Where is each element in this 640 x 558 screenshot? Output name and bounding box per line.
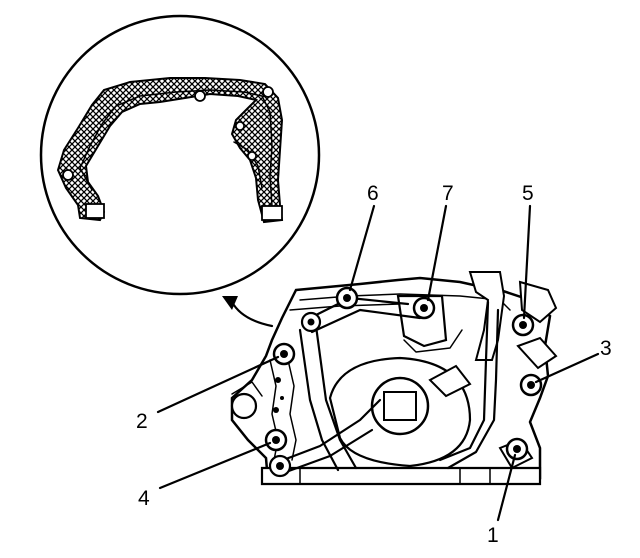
gasket-hole [247,151,257,161]
leader-2 [156,355,280,414]
gasket-inner-edge [79,89,273,207]
bolt-extra [268,311,322,478]
housing-base [260,466,542,486]
leader-5 [522,204,532,320]
curved-arrow-icon [222,296,274,328]
leader-4 [158,441,272,490]
bolt-1 [505,437,529,461]
leader-lines [156,204,600,522]
bolts [264,286,543,478]
gasket [56,77,284,224]
gasket-hole [235,121,245,131]
callout-1: 1 [487,524,499,547]
gasket-hole [262,86,274,98]
gasket-tab [261,205,283,221]
oil-pump-housing [230,271,558,486]
callout-4: 4 [138,487,150,510]
leader-7 [426,204,448,302]
callout-5: 5 [522,182,534,205]
bolt-4 [264,428,288,452]
bolt-7 [412,296,436,320]
callout-7: 7 [442,182,454,205]
callout-6: 6 [367,182,379,205]
bolt-3 [519,373,543,397]
gasket-hole [62,169,74,181]
callout-labels: 1 2 3 4 5 6 7 [136,182,612,547]
leader-3 [534,352,600,384]
leader-1 [496,453,517,522]
mounting-boss [230,392,258,420]
bolt-6 [335,286,359,310]
callout-2: 2 [136,410,148,433]
bolt-2 [272,342,296,366]
gasket-hole [194,90,206,102]
leader-6 [348,204,376,292]
gasket-detail [39,14,321,296]
gasket-tab [85,203,105,219]
callout-3: 3 [600,337,612,360]
bolt-5 [511,313,535,337]
